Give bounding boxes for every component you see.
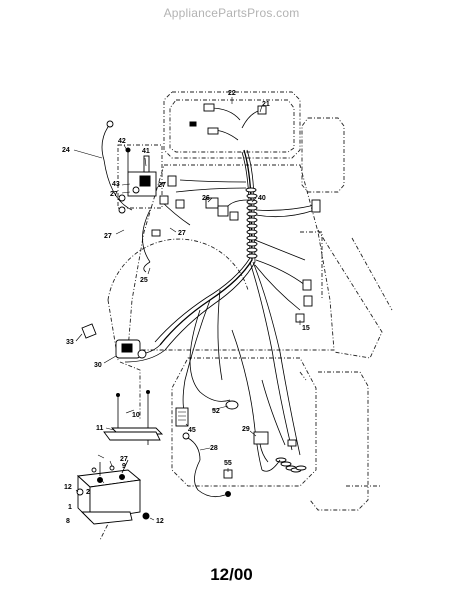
callout-labels: 22 21 24 42 41 43 27 27 26 40 27 27 25 3… [62, 90, 310, 525]
callout-1: 1 [68, 504, 72, 511]
callout-2: 2 [86, 489, 90, 496]
callout-22: 22 [228, 90, 236, 97]
callout-40: 40 [258, 195, 266, 202]
callout-15: 15 [302, 325, 310, 332]
tractor-outline [99, 91, 393, 541]
callout-30: 30 [94, 362, 102, 369]
switch-plugs [151, 175, 239, 237]
callout-33: 33 [66, 339, 74, 346]
callout-8: 8 [66, 518, 70, 525]
callout-27-d: 27 [178, 230, 186, 237]
callout-26: 26 [202, 195, 210, 202]
callout-28: 28 [210, 445, 218, 452]
battery-bracket [103, 390, 164, 445]
callout-9: 9 [122, 463, 126, 470]
solenoid-30 [115, 339, 147, 359]
right-connectors [295, 199, 321, 323]
ignition-switch-assembly [118, 147, 157, 214]
callout-45: 45 [188, 427, 196, 434]
callout-27-b: 27 [158, 182, 166, 189]
callout-52: 52 [212, 408, 220, 415]
date-code: 12/00 [210, 565, 253, 584]
callout-41: 41 [142, 148, 150, 155]
ground-wire-28 [182, 432, 231, 498]
callout-55: 55 [224, 460, 232, 467]
callout-leader-lines [73, 97, 301, 521]
headlight-connectors [189, 103, 267, 135]
harness-coil-wraps [245, 187, 307, 473]
watermark: AppliancePartsPros.com [163, 6, 300, 20]
callout-10: 10 [132, 412, 140, 419]
callout-11: 11 [96, 425, 104, 432]
terminal-52 [225, 400, 239, 410]
battery-hardware [76, 465, 150, 520]
relay-connector-33 [81, 323, 97, 339]
callout-21: 21 [262, 101, 270, 108]
callout-12-b: 12 [156, 518, 164, 525]
lead-wire-24 [106, 120, 114, 128]
callout-42: 42 [118, 138, 126, 145]
callout-29: 29 [242, 426, 250, 433]
callout-27-a: 27 [110, 191, 118, 198]
battery [76, 459, 142, 525]
seat-switch-29 [253, 431, 297, 463]
callout-27-e: 27 [120, 456, 128, 463]
callout-12-a: 12 [64, 484, 72, 491]
fuse-holder-45 [175, 407, 189, 427]
callout-24: 24 [62, 147, 70, 154]
callout-25: 25 [140, 277, 148, 284]
callout-27-c: 27 [104, 233, 112, 240]
callout-43: 43 [112, 181, 120, 188]
